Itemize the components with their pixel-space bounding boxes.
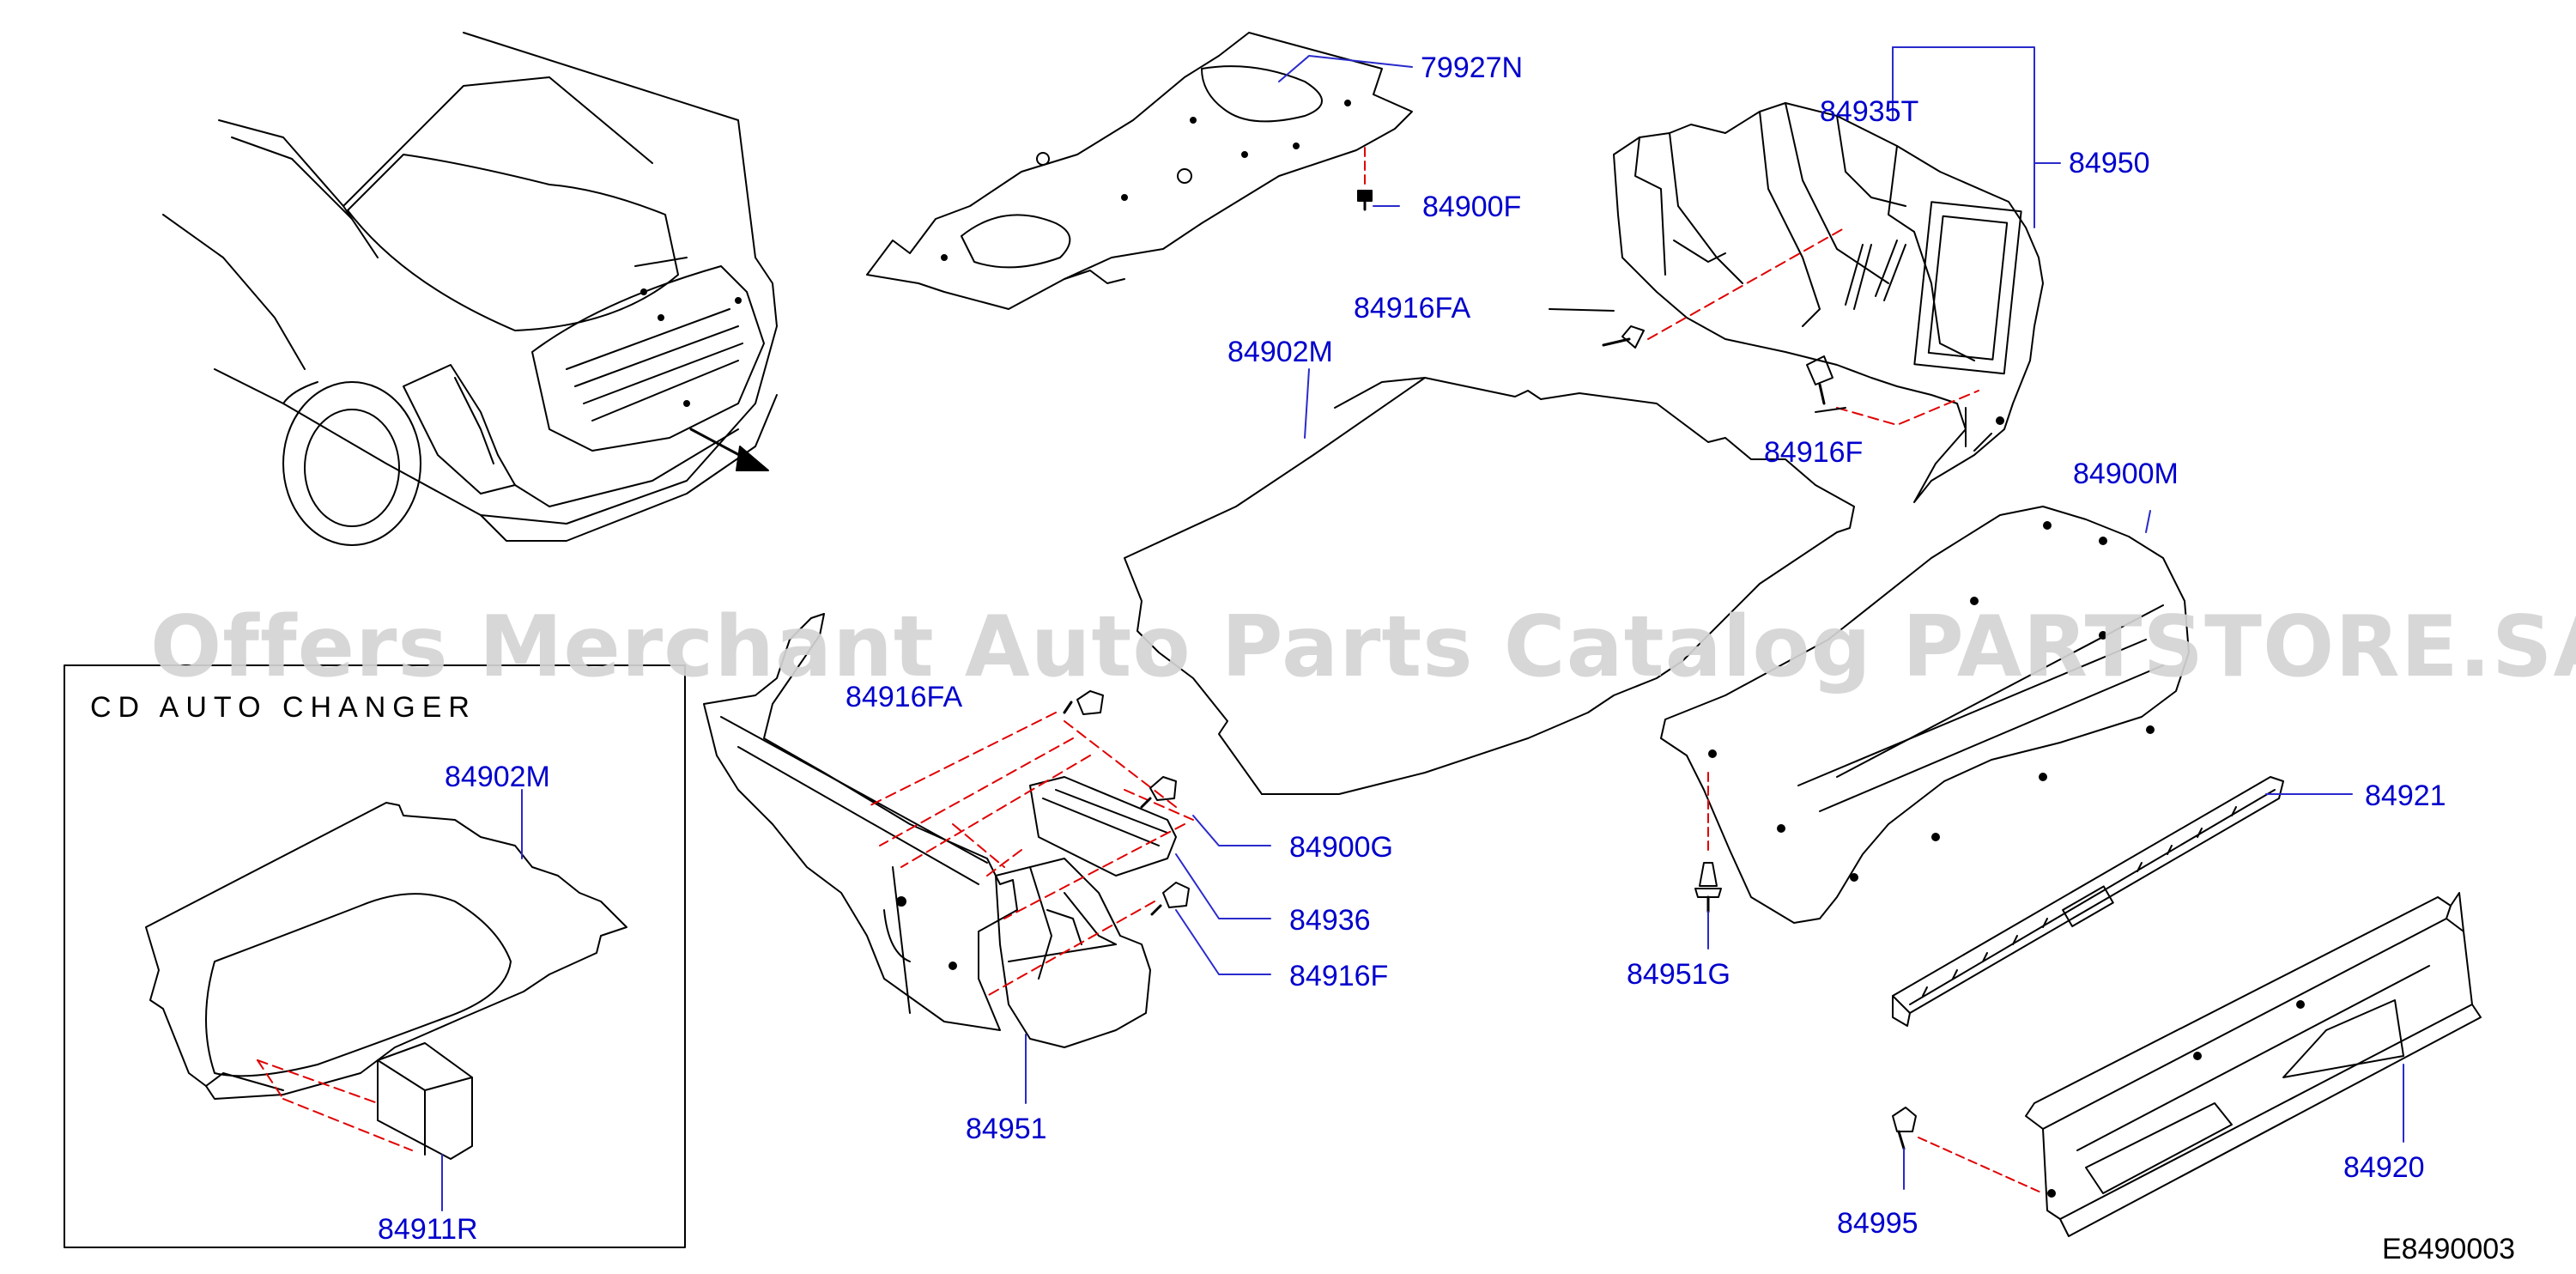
callout-84900g[interactable]: 84900G [1289,831,1393,864]
trunk-side-finisher [1613,102,2044,503]
inset-floor-mat [145,802,627,1100]
callout-84921[interactable]: 84921 [2365,780,2446,812]
clip-84995 [1892,1107,2044,1194]
leader-lines [441,46,2404,1211]
callout-84911r[interactable]: 84911R [378,1213,478,1246]
callout-84950[interactable]: 84950 [2069,147,2150,179]
callout-84995[interactable]: 84995 [1837,1207,1918,1240]
clips-middle [1063,690,1190,916]
finisher-dashes [1647,227,1979,426]
inset-dashes [257,1059,413,1151]
clip-84951g [1694,772,1722,913]
cd-changer-box [377,1042,473,1160]
figure-code: E8490003 [2382,1233,2516,1265]
callout-84916fa-top[interactable]: 84916FA [1354,292,1471,325]
parcel-shelf-insulator [866,32,1413,310]
rear-sill-plate [1892,776,2284,1027]
watermark-text: Offers Merchant Auto Parts Catalog PARTS… [150,598,2576,696]
trunk-lid-finisher [1660,506,2190,924]
callout-84916f-top[interactable]: 84916F [1764,436,1864,469]
callout-84936[interactable]: 84936 [1289,904,1371,937]
callout-84920[interactable]: 84920 [2343,1151,2425,1184]
inset-title: CD AUTO CHANGER [90,691,476,724]
direction-arrow [689,428,769,471]
clips-top [1549,308,1846,413]
callout-84902m-main[interactable]: 84902M [1227,336,1333,368]
trunk-bracket-84936 [1029,776,1177,877]
callout-84902m-inset[interactable]: 84902M [445,761,550,793]
rear-panel-finisher [2025,892,2482,1237]
cd-changer-bracket [995,858,1151,1048]
inset-frame [64,664,686,1248]
callout-79927n[interactable]: 79927N [1421,52,1524,84]
trunk-floor-mat [1124,377,1855,795]
callout-84951[interactable]: 84951 [966,1113,1047,1145]
trunk-side-left [703,613,1018,1031]
middle-dashes [866,712,1194,997]
car-outline [162,32,778,546]
callout-84916fa-mid[interactable]: 84916FA [846,681,963,713]
callout-84951g[interactable]: 84951G [1627,958,1730,991]
callout-84900f[interactable]: 84900F [1422,191,1522,223]
callout-84916f-mid[interactable]: 84916F [1289,960,1389,992]
clip-84900f [1357,147,1373,211]
callout-84900m[interactable]: 84900M [2073,458,2179,490]
callout-84935t[interactable]: 84935T [1820,95,1919,128]
